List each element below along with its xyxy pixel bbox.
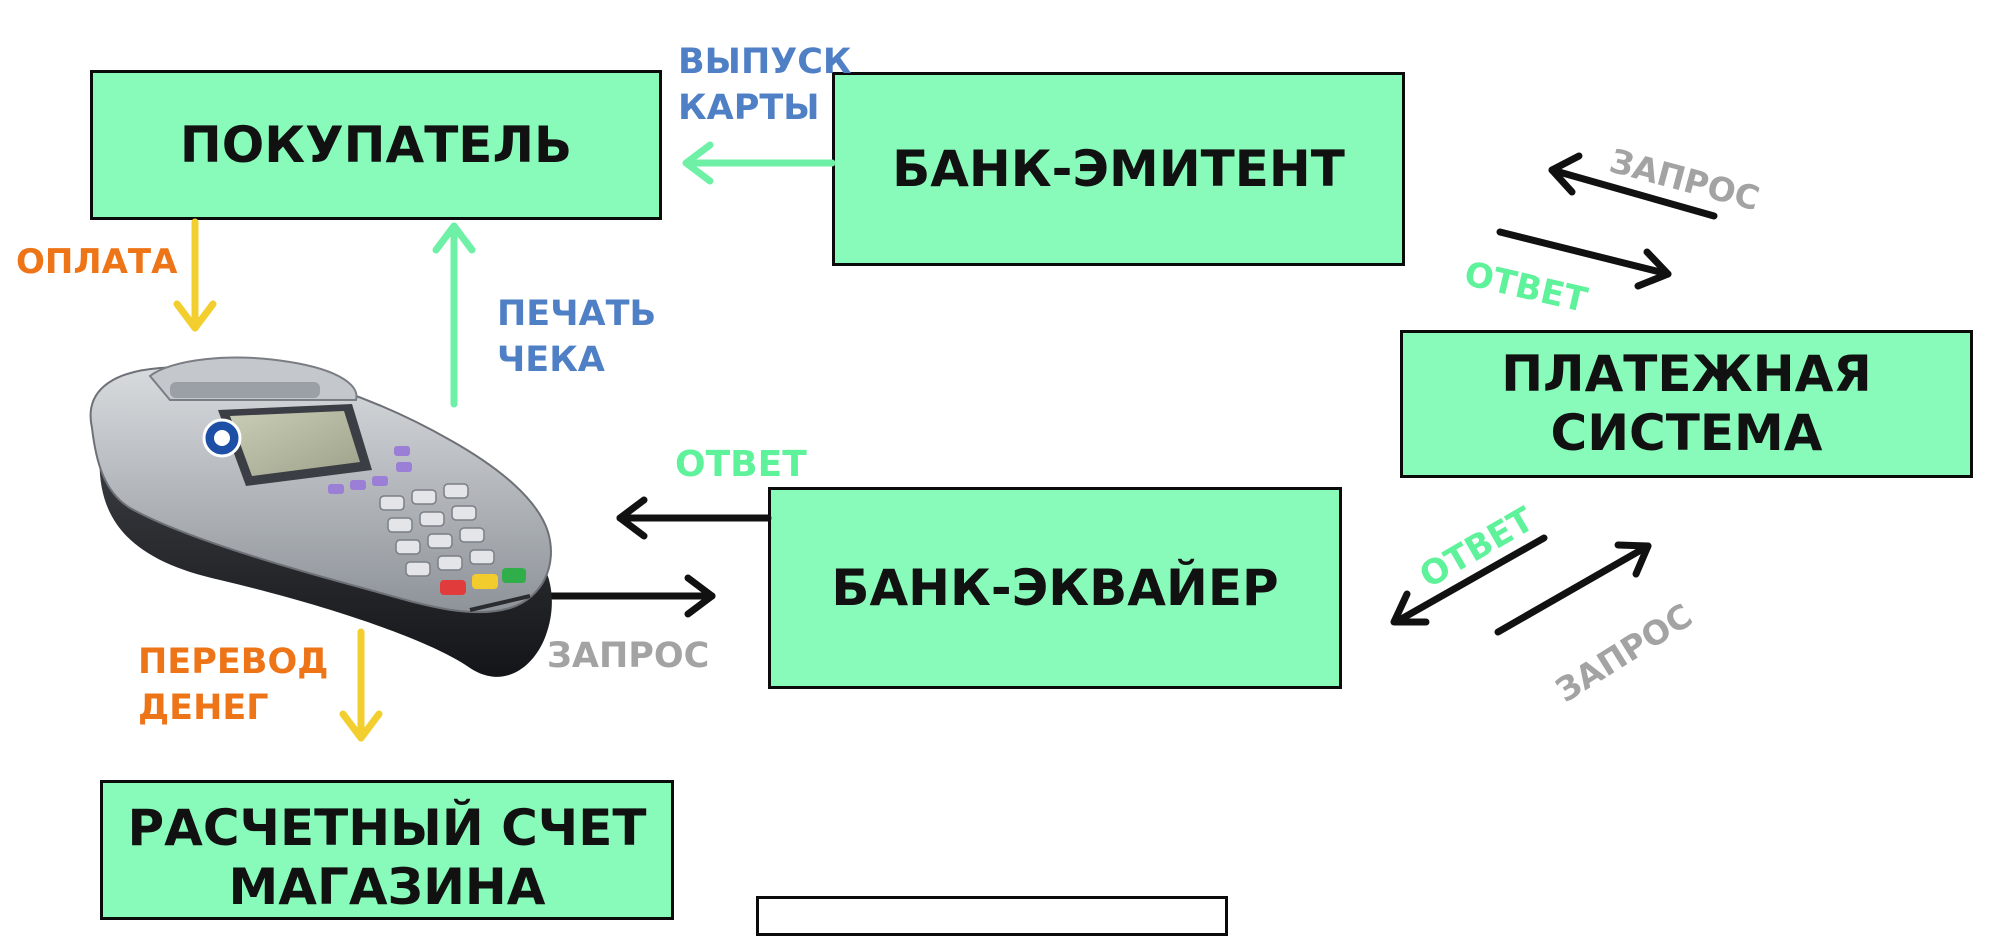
issuer-response-arrow (1496, 228, 1672, 290)
terminal-response-label: ОТВЕТ (675, 444, 807, 485)
acquirer-request-arrow (1494, 541, 1652, 636)
payment-system-label: ПЛАТЕЖНАЯ СИСТЕМА (1501, 345, 1872, 462)
merchant-account-label: РАСЧЕТНЫЙ СЧЕТ МАГАЗИНА (127, 799, 647, 916)
print-receipt-label: ПЕЧАТЬ ЧЕКА (497, 294, 657, 380)
terminal-request-arrow (542, 574, 716, 618)
diagram-arrows (89, 141, 1718, 742)
payment-label: ОПЛАТА (16, 242, 178, 282)
print-receipt-arrow (432, 222, 476, 408)
issuer-bank-box: БАНК-ЭМИТЕНТ (832, 72, 1405, 266)
issuer-request-arrow (1548, 152, 1718, 220)
buyer-label: ПОКУПАТЕЛЬ (179, 115, 573, 174)
money-transfer-label: ПЕРЕВОД ДЕНЕГ (138, 642, 329, 728)
merchant-account-box: РАСЧЕТНЫЙ СЧЕТ МАГАЗИНА (100, 780, 674, 920)
payment-arrow (173, 218, 217, 332)
acquirer-bank-label: БАНК-ЭКВАЙЕР (831, 558, 1279, 617)
terminal-request-label: ЗАПРОС (547, 636, 710, 676)
acquirer-bank-box: БАНК-ЭКВАЙЕР (768, 487, 1342, 689)
terminal-response-arrow (616, 496, 772, 540)
issuer-bank-label: БАНК-ЭМИТЕНТ (892, 139, 1345, 198)
card-issue-label: ВЫПУСК КАРТЫ (678, 42, 852, 128)
payment-system-box: ПЛАТЕЖНАЯ СИСТЕМА (1400, 330, 1973, 478)
buyer-box: ПОКУПАТЕЛЬ (90, 70, 662, 220)
acquirer-response-arrow (1390, 534, 1548, 626)
card-payment-terminal-icon (89, 356, 552, 677)
card-issue-arrow (682, 141, 836, 185)
money-transfer-arrow (339, 628, 383, 742)
